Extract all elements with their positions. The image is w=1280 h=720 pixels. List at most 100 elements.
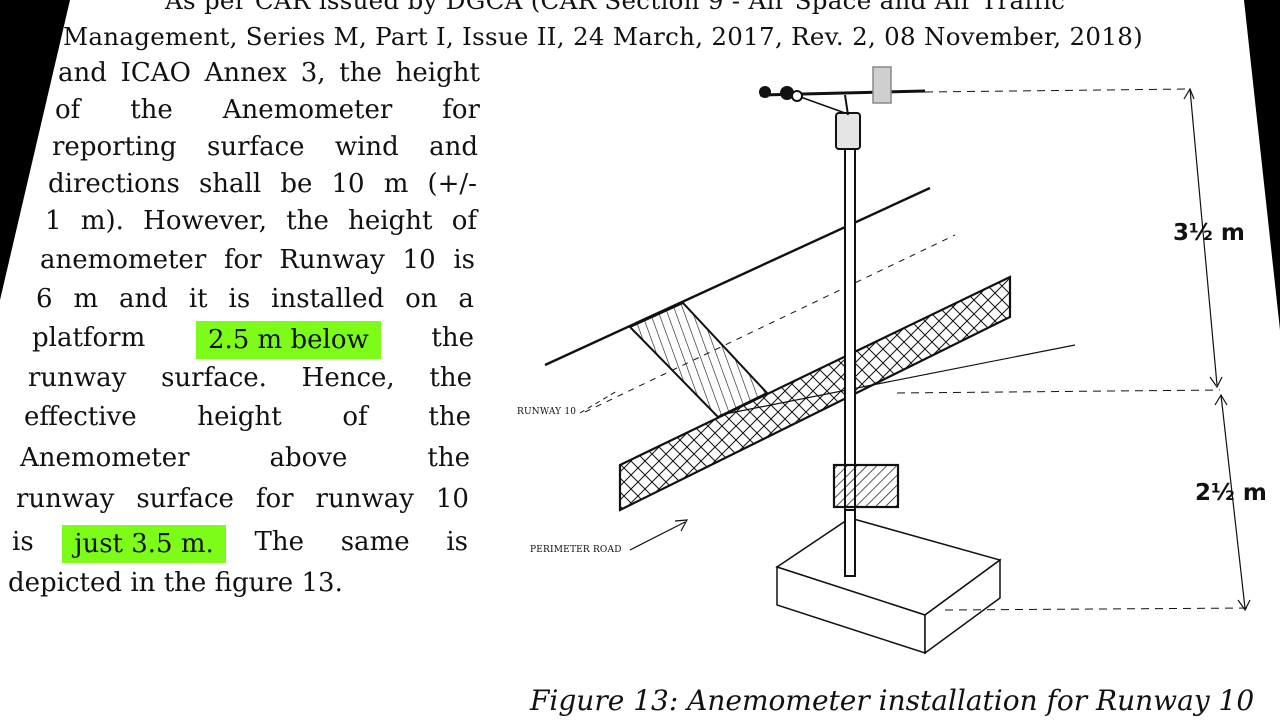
paragraph-word: Anemometer <box>20 443 190 473</box>
paragraph-word: surface <box>206 132 305 162</box>
header-line-2: Management, Series M, Part I, Issue II, … <box>63 22 1143 51</box>
runway-edge-top <box>544 186 931 367</box>
paragraph-word: wind <box>334 132 399 162</box>
figure-13: 3½ m 2½ m RUNWAY 10 PERIMETER ROAD <box>505 55 1280 670</box>
paragraph-word: of <box>342 402 368 432</box>
paragraph-line: runway surface. Hence, the <box>28 361 472 395</box>
paragraph-word: height <box>197 402 282 432</box>
paragraph-word: 3, <box>300 58 326 88</box>
anemometer-diagram <box>544 66 1251 655</box>
paragraph-word: runway <box>16 484 115 514</box>
runway-edge-dashed <box>584 234 956 413</box>
paragraph-word: 10 <box>331 169 365 199</box>
dimension-line-lower <box>1220 394 1246 609</box>
paragraph-word: 6 <box>36 284 53 314</box>
paragraph-word: it <box>188 284 208 314</box>
upper-height-label: 3½ m <box>1173 220 1245 246</box>
paragraph-word: be <box>280 169 313 199</box>
paragraph-word: for <box>223 245 262 275</box>
paragraph-word: the <box>286 206 329 236</box>
header-line-1: As per CAR issued by DGCA (CAR Section 9… <box>165 0 1066 15</box>
anemometer-cups <box>759 86 771 98</box>
runway-threshold-hatch <box>628 301 769 419</box>
paragraph-word: the <box>429 363 472 393</box>
dimension-line-upper <box>1189 88 1218 386</box>
paragraph-word: the <box>431 323 474 353</box>
paragraph-word: figure <box>214 568 294 598</box>
figure-caption: Figure 13: Anemometer installation for R… <box>530 684 1255 717</box>
paragraph-word: and <box>58 58 107 88</box>
highlighted-phrase: just 3.5 m. <box>62 525 226 563</box>
paragraph-word: depicted <box>8 568 123 598</box>
runway-label: RUNWAY 10 <box>517 407 577 417</box>
paragraph-word: is <box>446 527 468 557</box>
page-shadow-left <box>0 0 70 300</box>
platform-right <box>924 558 1001 655</box>
paragraph-word: same <box>340 527 410 557</box>
paragraph-word: the <box>428 402 471 432</box>
paragraph-word: ICAO <box>120 58 191 88</box>
paragraph-word: The <box>254 527 304 557</box>
lower-height-label: 2½ m <box>1195 480 1267 506</box>
wind-vane-sensor <box>872 66 892 104</box>
paragraph-word: above <box>269 443 348 473</box>
mounting-block <box>832 463 900 509</box>
paragraph-word: height <box>395 58 480 88</box>
paragraph-word: reporting <box>52 132 177 162</box>
page-shadow-right <box>1244 0 1280 330</box>
paragraph-word: runway <box>28 363 127 393</box>
paragraph-word: anemometer <box>40 245 207 275</box>
paragraph-word: in <box>130 568 156 598</box>
paragraph-word: is <box>228 284 251 314</box>
paragraph-word: Hence, <box>301 363 395 393</box>
sensor-head <box>835 112 861 150</box>
paragraph-word: the <box>427 443 470 473</box>
paragraph-word: height <box>348 206 433 236</box>
paragraph-word: and <box>429 132 478 162</box>
paragraph-word: for <box>442 95 480 125</box>
paragraph-word: 10 <box>435 484 469 514</box>
paragraph-word: is <box>12 527 34 557</box>
dimension-guide-top <box>924 88 1191 93</box>
paragraph-word: 1 <box>45 206 62 236</box>
paragraph-word: the <box>130 95 173 125</box>
paragraph-word: the <box>163 568 207 598</box>
paragraph-line: Anemometer above the <box>20 441 470 475</box>
paragraph-word: (+/- <box>427 169 477 199</box>
paragraph-word: Annex <box>204 58 287 88</box>
paragraph-word: 13. <box>301 568 343 598</box>
paragraph-word: is <box>453 245 475 275</box>
paragraph-word: surface <box>136 484 234 514</box>
paragraph-word: effective <box>24 402 137 432</box>
paragraph-word: for <box>255 484 294 514</box>
perimeter-road-arrow <box>629 521 686 551</box>
paragraph-word: shall <box>198 169 262 199</box>
paragraph-word: m <box>383 169 409 199</box>
paragraph-word: on <box>405 284 438 314</box>
paragraph-word: runway <box>315 484 414 514</box>
paragraph-line: is just 3.5 m. The same is <box>12 525 468 563</box>
paragraph-line: runway surface for runway 10 <box>16 482 469 516</box>
perimeter-road-label: PERIMETER ROAD <box>530 545 622 555</box>
highlighted-phrase: 2.5 m below <box>195 321 381 359</box>
dimension-guide-mid <box>896 389 1221 394</box>
paragraph-word: However, <box>143 206 268 236</box>
paragraph-word: directions <box>48 169 180 199</box>
paragraph-word: of <box>451 206 477 236</box>
paragraph-line: effective height of the <box>24 400 471 434</box>
paragraph-word: of <box>55 95 81 125</box>
perimeter-road-band <box>618 275 1012 512</box>
paragraph-word: 10 <box>402 245 436 275</box>
dimension-guide-bottom <box>944 607 1251 611</box>
paragraph-word: surface. <box>161 363 267 393</box>
